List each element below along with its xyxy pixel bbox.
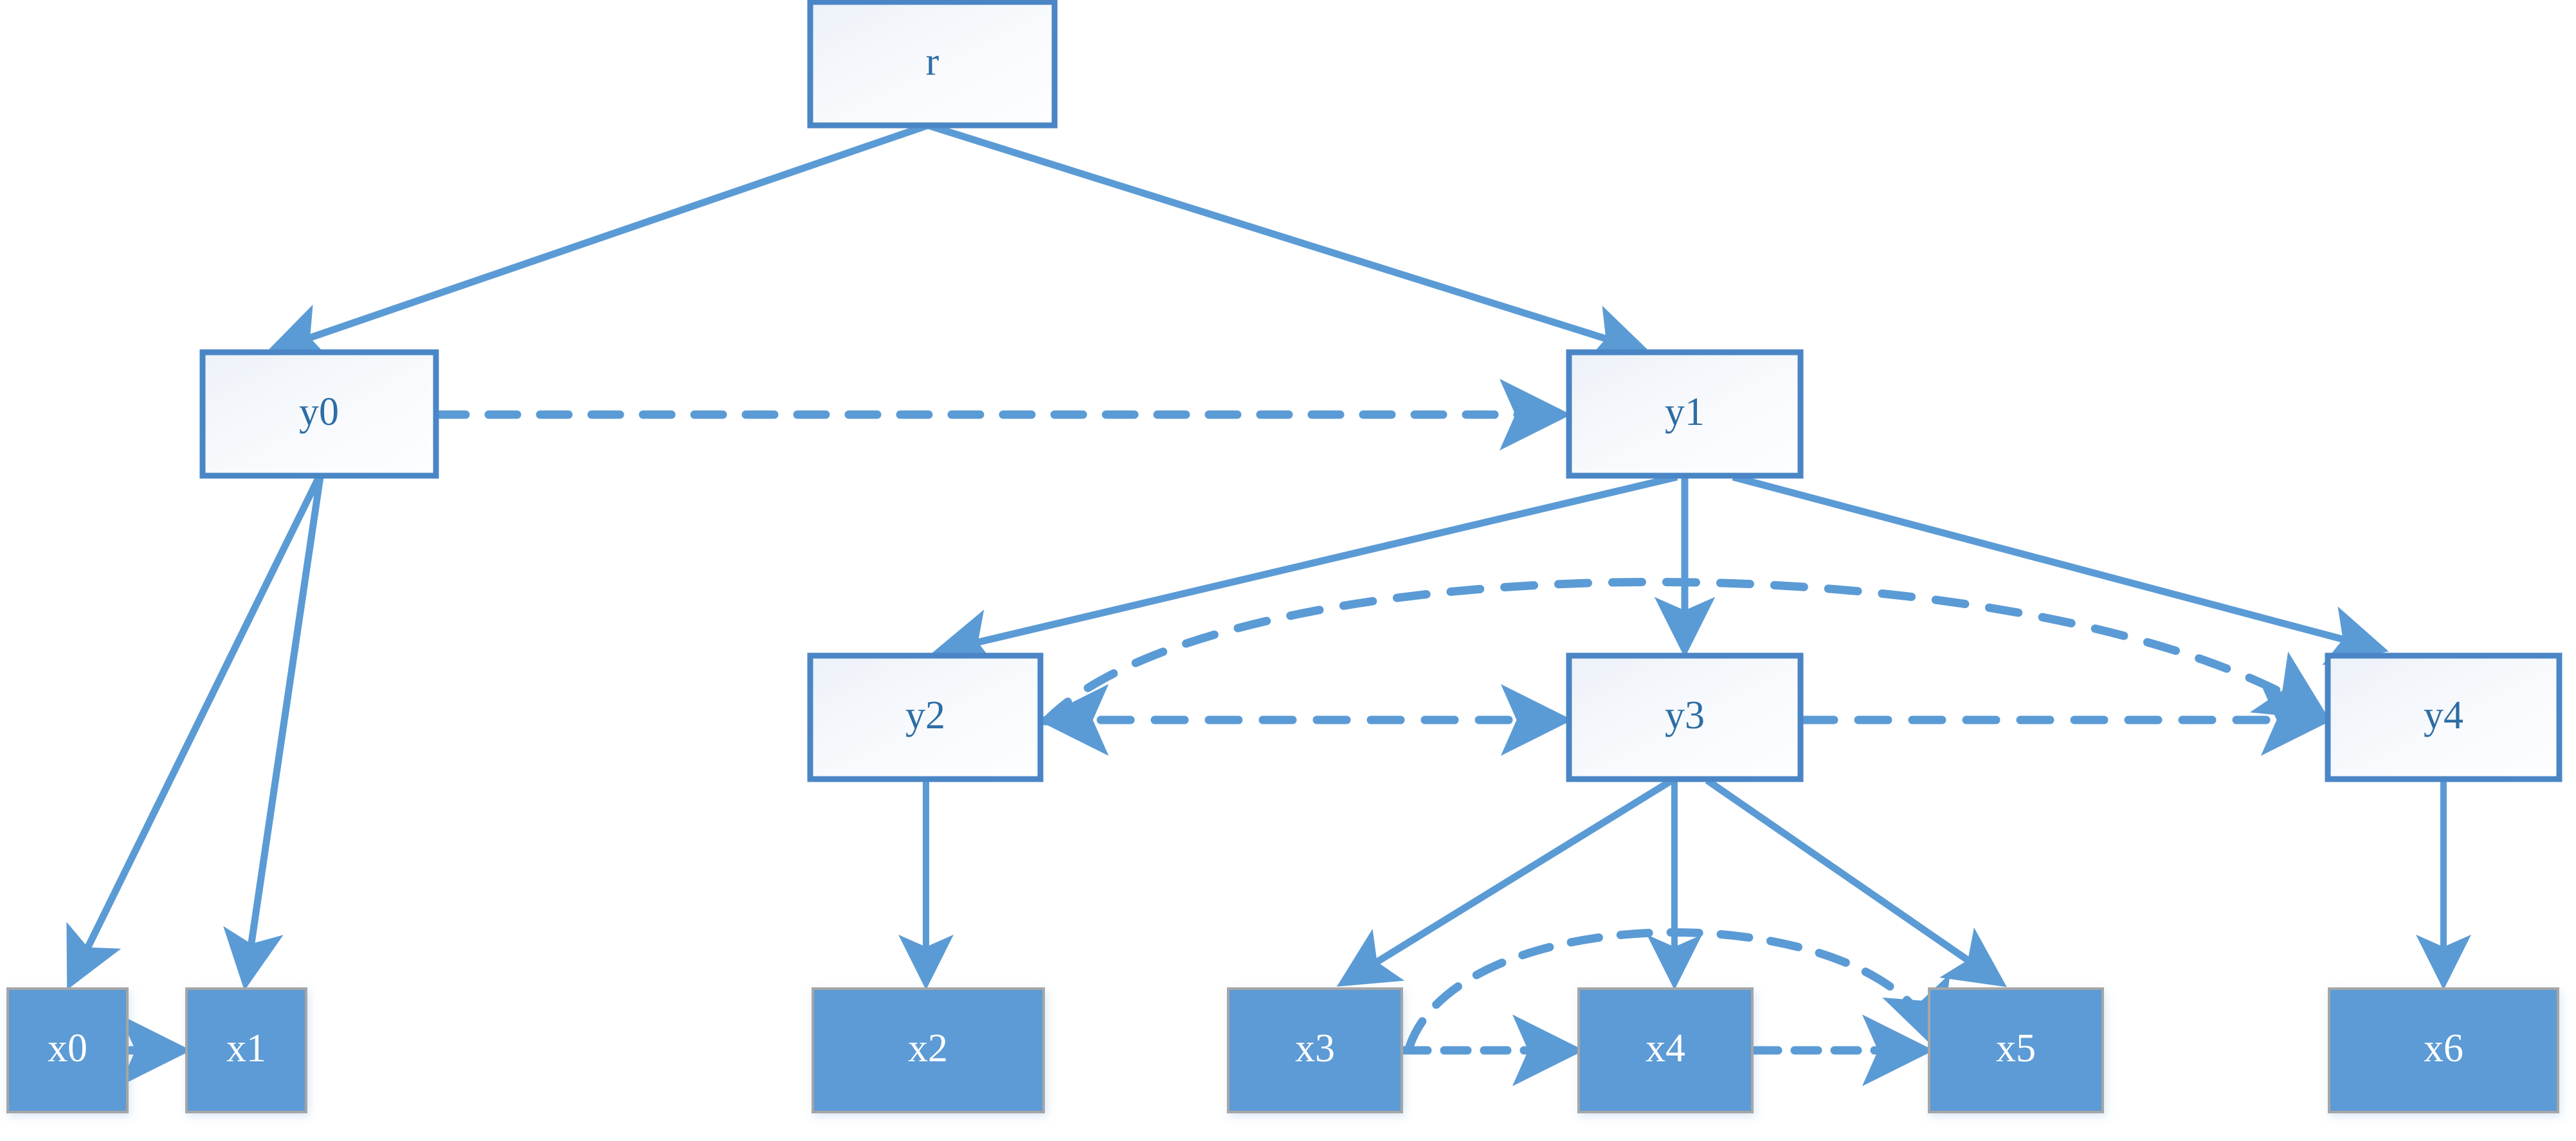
edge-y3-to-x5	[1705, 777, 2007, 987]
node-x3[interactable]: x3	[1227, 987, 1403, 1113]
node-x6-label: x6	[2424, 1027, 2463, 1070]
node-x0[interactable]: x0	[6, 987, 129, 1113]
node-y4[interactable]: y4	[2325, 652, 2562, 782]
node-x4-box[interactable]	[1577, 987, 1754, 1113]
node-x6[interactable]: x6	[2328, 987, 2559, 1113]
edge-r-to-y1	[927, 121, 1651, 364]
node-y3-label: y3	[1665, 694, 1705, 737]
node-x6-box[interactable]	[2328, 987, 2559, 1113]
node-x0-box[interactable]	[6, 987, 129, 1113]
node-r-label: r	[926, 40, 939, 84]
node-x2-label: x2	[908, 1027, 948, 1070]
node-x1-box[interactable]	[185, 987, 307, 1113]
edge-layer	[66, 121, 2471, 1086]
node-x1[interactable]: x1	[185, 987, 307, 1113]
node-y1-box[interactable]	[1566, 349, 1804, 479]
edge-y2-to-y4-arc	[1041, 577, 2330, 726]
node-y3[interactable]: y3	[1566, 652, 1804, 782]
node-x3-box[interactable]	[1227, 987, 1403, 1113]
node-x0-label: x0	[48, 1027, 87, 1070]
edge-y0-to-x0	[66, 475, 322, 990]
node-x1-label: x1	[226, 1027, 266, 1070]
edge-y1-to-y2	[932, 473, 1678, 669]
node-x5[interactable]: x5	[1928, 987, 2104, 1113]
node-y2-box[interactable]	[807, 652, 1044, 782]
node-x3-label: x3	[1295, 1027, 1335, 1070]
edge-y3-to-x3	[1336, 777, 1674, 987]
edge-x3-to-x5-arc	[1405, 928, 1950, 1054]
node-y4-label: y4	[2424, 694, 2463, 737]
node-x2[interactable]: x2	[812, 987, 1045, 1113]
node-r-box[interactable]	[807, 0, 1058, 129]
node-y3-box[interactable]	[1566, 652, 1804, 782]
node-y4-box[interactable]	[2325, 652, 2562, 782]
node-x2-box[interactable]	[812, 987, 1045, 1113]
node-y1-label: y1	[1665, 390, 1705, 434]
edge-y1-to-y4	[1732, 473, 2389, 665]
node-x4[interactable]: x4	[1577, 987, 1754, 1113]
node-x5-label: x5	[1996, 1027, 2036, 1070]
node-x5-box[interactable]	[1928, 987, 2104, 1113]
node-y1[interactable]: y1	[1566, 349, 1804, 479]
node-x4-label: x4	[1646, 1027, 1685, 1070]
node-y2[interactable]: y2	[807, 652, 1044, 782]
node-y0[interactable]: y0	[199, 349, 439, 479]
edge-r-to-y0	[265, 121, 929, 363]
edge-y0-to-x1	[223, 476, 324, 991]
node-y2-label: y2	[905, 694, 945, 737]
node-r[interactable]: r	[807, 0, 1058, 129]
node-y0-label: y0	[299, 390, 339, 434]
node-layer: r y0 y1 y2 y3 y4	[6, 0, 2562, 1113]
node-y0-box[interactable]	[199, 349, 439, 479]
